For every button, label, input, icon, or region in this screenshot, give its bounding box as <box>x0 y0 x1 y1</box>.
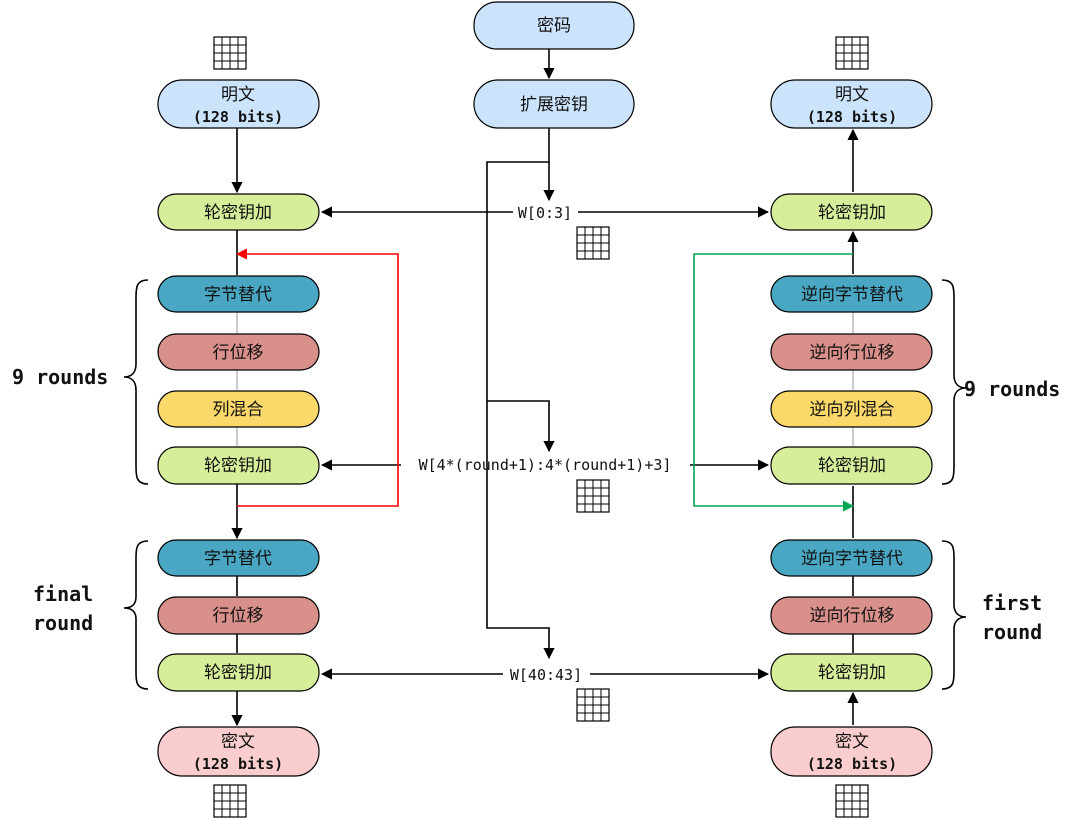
svg-text:轮密钥加: 轮密钥加 <box>818 456 886 476</box>
encrypt-initial-add-round-key: 轮密钥加 <box>157 193 320 231</box>
round-key-w40-label: W[40:43] <box>510 666 582 684</box>
encrypt-ciphertext-box: 密文 (128 bits) <box>157 726 320 777</box>
decrypt-round-loop-arrow <box>693 253 855 512</box>
decrypt-inv-sub-bytes: 逆向字节替代 <box>770 275 933 313</box>
connectors <box>231 49 859 727</box>
decrypt-ciphertext-box: 密文 (128 bits) <box>770 726 933 777</box>
encrypt-rounds-label: 9 rounds <box>12 365 108 389</box>
svg-text:逆向列混合: 逆向列混合 <box>810 400 895 420</box>
state-grid-icon <box>835 36 869 70</box>
encrypt-final-shift-rows: 行位移 <box>157 596 320 635</box>
round-key-wround-label: W[4*(round+1):4*(round+1)+3] <box>419 456 672 474</box>
svg-text:轮密钥加: 轮密钥加 <box>818 663 886 683</box>
encrypt-round-add-round-key: 轮密钥加 <box>157 446 320 485</box>
decrypt-rounds-brace <box>941 279 967 485</box>
svg-text:轮密钥加: 轮密钥加 <box>204 456 272 476</box>
key-label: 密码 <box>537 16 571 36</box>
decrypt-first-label-line1: first <box>982 591 1042 615</box>
state-grid-icon <box>213 36 247 70</box>
state-grid-icon <box>576 226 610 260</box>
svg-text:逆向行位移: 逆向行位移 <box>810 606 895 626</box>
state-grid-icon <box>835 784 869 818</box>
decrypt-first-inv-shift-rows: 逆向行位移 <box>770 596 933 635</box>
braces <box>123 279 967 690</box>
encrypt-mix-columns: 列混合 <box>157 390 320 428</box>
encrypt-final-label-line2: round <box>33 611 93 635</box>
decrypt-first-inv-sub-bytes: 逆向字节替代 <box>770 539 933 577</box>
plaintext-label: 明文 <box>835 85 869 105</box>
key-box: 密码 <box>473 1 635 50</box>
plaintext-label: 明文 <box>221 85 255 105</box>
svg-text:逆向行位移: 逆向行位移 <box>810 343 895 363</box>
decrypt-inv-shift-rows: 逆向行位移 <box>770 333 933 371</box>
ciphertext-label: 密文 <box>221 732 255 752</box>
decrypt-final-add-round-key: 轮密钥加 <box>770 193 933 231</box>
svg-text:行位移: 行位移 <box>213 343 264 363</box>
encrypt-plaintext-box: 明文 (128 bits) <box>157 79 320 129</box>
svg-text:轮密钥加: 轮密钥加 <box>204 203 272 223</box>
encrypt-rounds-brace <box>123 279 149 485</box>
encrypt-final-brace <box>123 540 149 690</box>
svg-text:行位移: 行位移 <box>213 606 264 626</box>
ciphertext-label: 密文 <box>835 732 869 752</box>
ciphertext-size: (128 bits) <box>193 755 283 773</box>
svg-text:字节替代: 字节替代 <box>204 549 272 569</box>
decrypt-first-add-round-key: 轮密钥加 <box>770 653 933 692</box>
plaintext-size: (128 bits) <box>807 108 897 126</box>
decrypt-round-add-round-key: 轮密钥加 <box>770 446 933 485</box>
svg-text:逆向字节替代: 逆向字节替代 <box>801 285 903 305</box>
state-grid-icon <box>576 688 610 722</box>
key-expansion-box: 扩展密钥 <box>473 79 635 129</box>
encrypt-round-loop-arrow <box>235 248 399 507</box>
decrypt-plaintext-box: 明文 (128 bits) <box>770 79 933 129</box>
svg-text:轮密钥加: 轮密钥加 <box>204 663 272 683</box>
svg-text:字节替代: 字节替代 <box>204 285 272 305</box>
svg-text:列混合: 列混合 <box>213 400 264 420</box>
key-expansion-label: 扩展密钥 <box>520 95 588 115</box>
svg-text:逆向字节替代: 逆向字节替代 <box>801 549 903 569</box>
encrypt-final-label-line1: final <box>33 582 93 606</box>
encrypt-shift-rows: 行位移 <box>157 333 320 371</box>
round-inner-connectors <box>236 312 854 446</box>
state-grid-icon <box>576 479 610 513</box>
decrypt-inv-mix-columns: 逆向列混合 <box>770 390 933 428</box>
encrypt-sub-bytes: 字节替代 <box>157 275 320 313</box>
decrypt-first-brace <box>941 540 967 690</box>
decrypt-first-label-line2: round <box>982 620 1042 644</box>
encrypt-final-add-round-key: 轮密钥加 <box>157 653 320 692</box>
plaintext-size: (128 bits) <box>193 108 283 126</box>
decrypt-rounds-label: 9 rounds <box>964 377 1060 401</box>
svg-text:轮密钥加: 轮密钥加 <box>818 203 886 223</box>
round-key-w0-label: W[0:3] <box>518 204 572 222</box>
ciphertext-size: (128 bits) <box>807 755 897 773</box>
encrypt-final-sub-bytes: 字节替代 <box>157 539 320 577</box>
state-grid-icon <box>213 784 247 818</box>
